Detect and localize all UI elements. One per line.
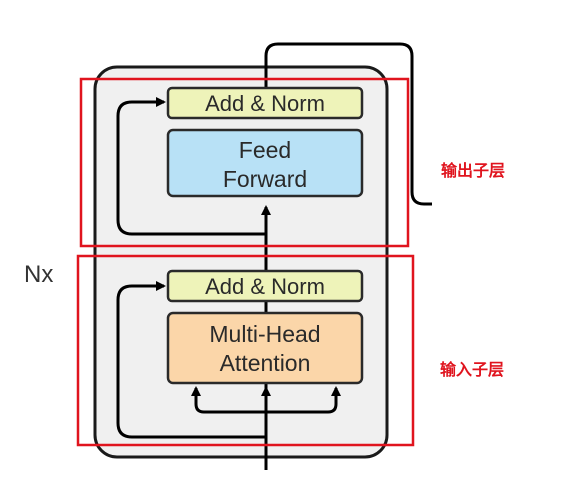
input-residual-arrow bbox=[116, 281, 266, 439]
attention-label-line2: Attention bbox=[220, 350, 311, 376]
output-connector-line bbox=[264, 42, 432, 206]
feed-forward-box: Feed Forward bbox=[166, 128, 364, 198]
repeat-count-label: Nx bbox=[24, 261, 53, 288]
input-sublayer-highlight bbox=[76, 254, 415, 447]
output-add-norm-label: Add & Norm bbox=[205, 91, 325, 116]
attn-input-split-left bbox=[191, 386, 266, 414]
output-sublayer-highlight bbox=[79, 77, 410, 248]
output-add-norm-box: Add & Norm bbox=[166, 86, 364, 120]
multi-head-attention-box: Multi-Head Attention bbox=[166, 311, 364, 385]
attention-label-line1: Multi-Head bbox=[209, 321, 320, 347]
attn-input-split-right bbox=[266, 386, 341, 414]
output-residual-arrow bbox=[116, 97, 266, 236]
feed-forward-label-line2: Forward bbox=[223, 166, 307, 192]
feed-forward-label-line1: Feed bbox=[239, 137, 291, 163]
input-sublayer-label: 输入子层 bbox=[440, 360, 504, 379]
encoder-block bbox=[93, 65, 389, 459]
output-sublayer-label: 输出子层 bbox=[441, 161, 505, 180]
input-add-norm-box: Add & Norm bbox=[166, 269, 364, 303]
input-add-norm-label: Add & Norm bbox=[205, 274, 325, 299]
